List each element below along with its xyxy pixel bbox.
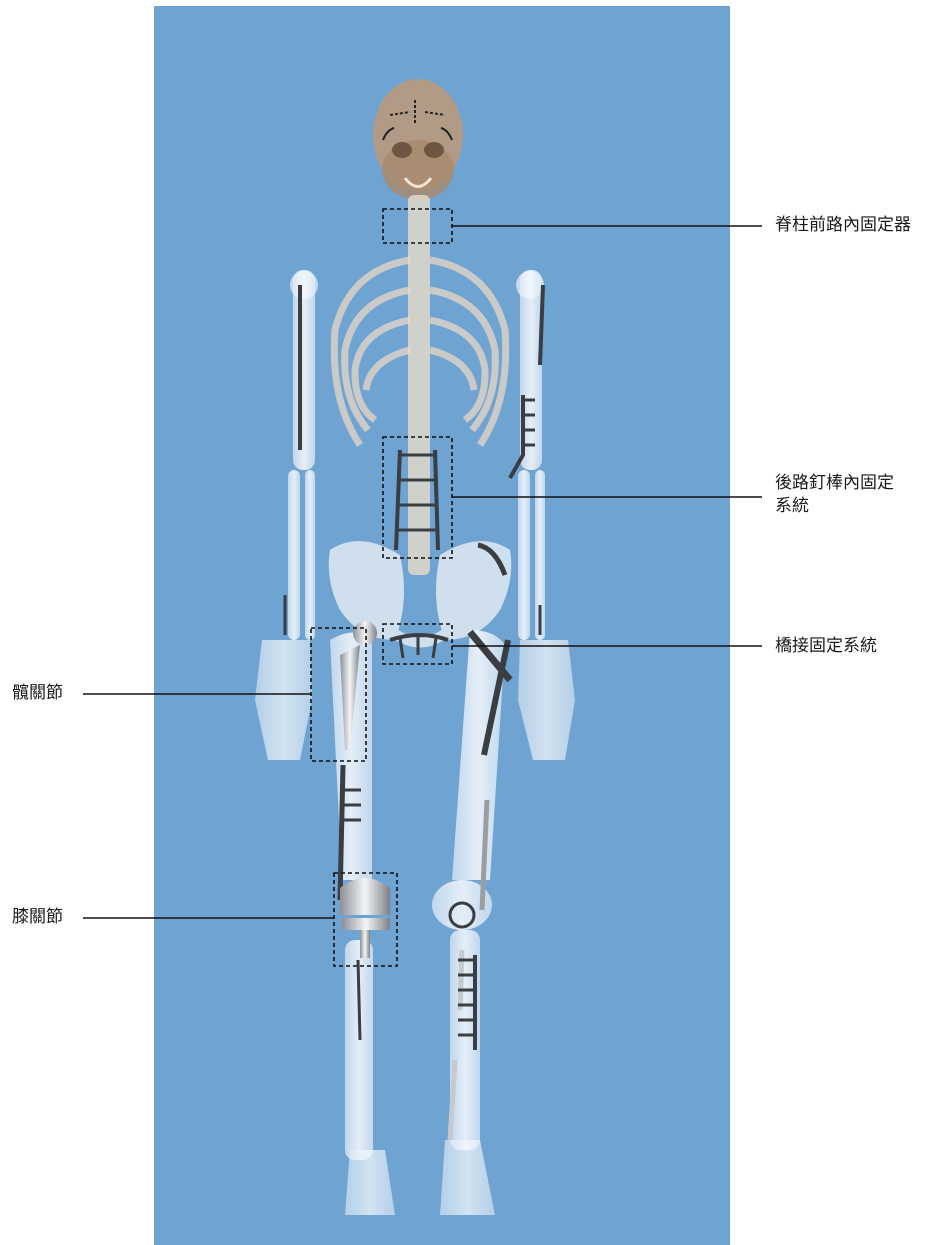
label-bridge-fixation-system: 橋接固定系統 (775, 635, 877, 658)
skull (373, 79, 463, 200)
label-anterior-spinal-fixator: 脊柱前路內固定器 (775, 214, 911, 237)
label-knee-joint: 膝關節 (12, 906, 63, 929)
label-posterior-rod-system: 後路釘棒內固定 系統 (775, 472, 894, 518)
label-hip-joint: 髖關節 (12, 682, 63, 705)
spine (408, 195, 430, 575)
